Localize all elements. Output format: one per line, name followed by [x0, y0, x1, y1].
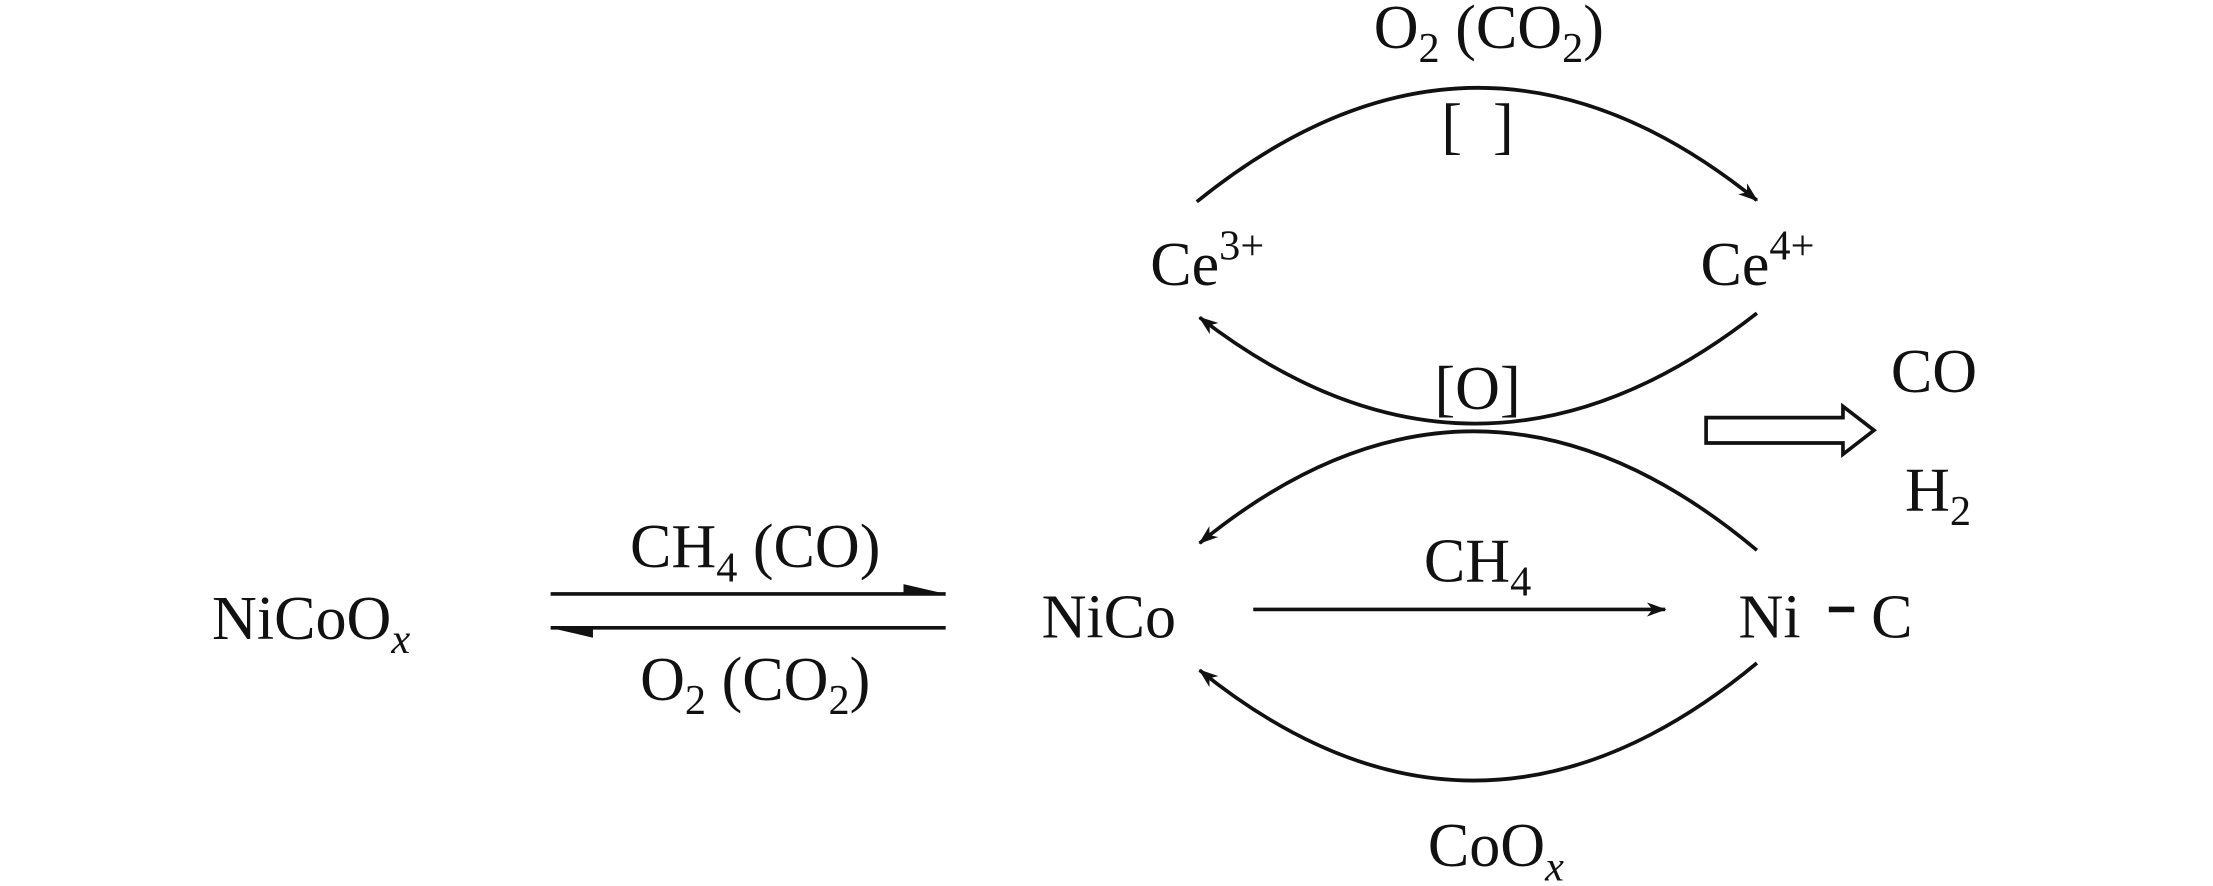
coox-label: CoOx — [1428, 812, 1564, 886]
forward-condition: CH4 (CO) — [630, 513, 880, 591]
h2-product: H2 — [1905, 457, 1971, 535]
nicoox-label: NiCoOx — [212, 585, 410, 663]
ce3-label: Ce3+ — [1150, 223, 1264, 299]
nic-to-nico-lower-arc — [1198, 661, 1759, 783]
oxygen-label: [O] — [1434, 355, 1520, 423]
reverse-condition: O2 (CO2) — [640, 646, 870, 724]
ce4-label: Ce4+ — [1700, 223, 1814, 299]
nico-label: NiCo — [1042, 584, 1177, 652]
ce3-to-ce4-arc — [1195, 85, 1759, 204]
co-product: CO — [1891, 338, 1977, 406]
ch4-label: CH4 — [1424, 527, 1531, 605]
c-label: C — [1871, 584, 1912, 652]
vacancy-label: [ ] — [1441, 93, 1513, 161]
ni-label: Ni — [1739, 584, 1801, 652]
top-arc-condition: O2 (CO2) — [1374, 0, 1604, 72]
ce4-to-ce3-arc — [1198, 311, 1759, 426]
product-hollow-arrow-icon — [1704, 402, 1877, 459]
nic-to-nico-upper-arc — [1198, 429, 1759, 552]
